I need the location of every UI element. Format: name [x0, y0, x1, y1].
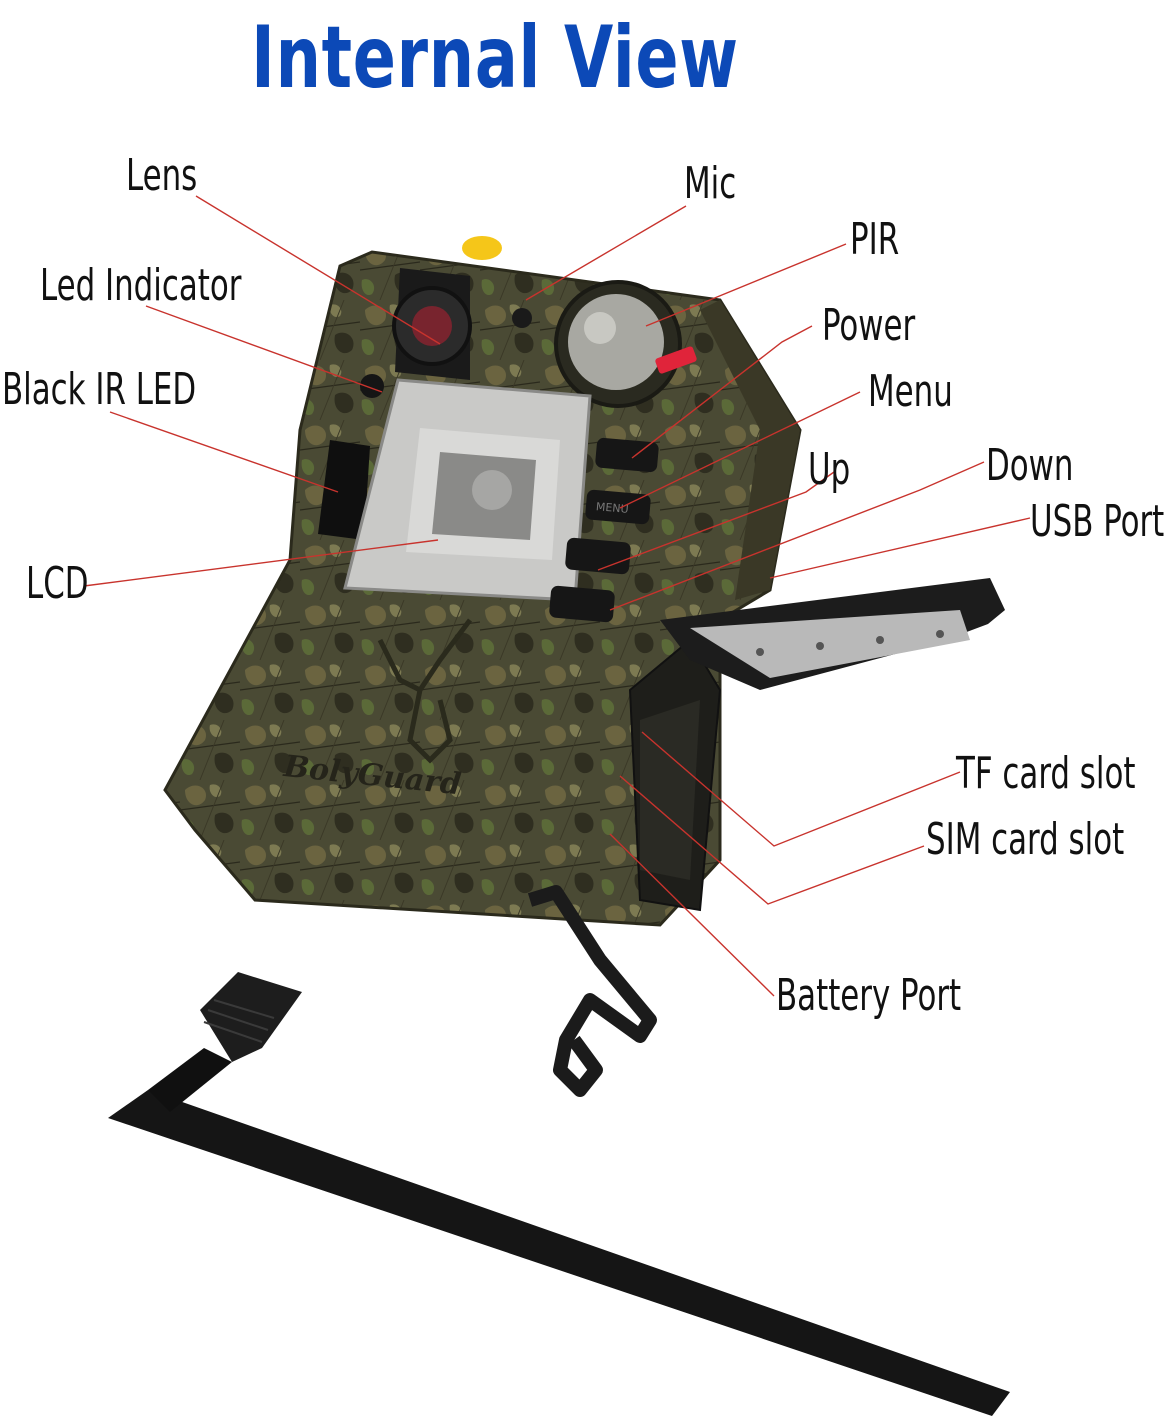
led-indicator-dot: [360, 374, 384, 398]
camera-body: MENU BolyGuard: [163, 236, 1005, 1097]
leader-line-mic: [525, 205, 687, 301]
lcd-screen: [343, 378, 592, 602]
leader-line-up: [597, 471, 835, 571]
label-menu: Menu: [868, 366, 953, 417]
leader-line-sim-card-slot: [619, 775, 925, 905]
leader-line-led-indicator: [145, 305, 383, 393]
page-title: Internal View: [251, 8, 739, 108]
leader-line-lens: [195, 195, 441, 345]
deer-logo: [377, 618, 472, 764]
leader-line-black-ir-led: [109, 411, 339, 493]
power-button[interactable]: [595, 437, 659, 473]
label-lcd: LCD: [26, 558, 89, 609]
label-pir: PIR: [850, 214, 900, 265]
leader-line-usb-port: [769, 517, 1031, 579]
label-battery-port: Battery Port: [776, 970, 962, 1021]
usb-door: [660, 578, 1005, 690]
black-ir-led-window: [318, 440, 370, 540]
label-down: Down: [986, 440, 1074, 491]
leader-line-power: [631, 325, 813, 459]
label-up: Up: [808, 444, 851, 495]
label-sim-card-slot: SIM card slot: [926, 814, 1125, 865]
pir-sensor: [554, 280, 697, 408]
label-power: Power: [822, 300, 916, 351]
leader-line-tf-card-slot: [641, 731, 961, 847]
down-button[interactable]: [549, 585, 616, 623]
menu-button-mark: MENU: [595, 500, 629, 516]
label-usb-port: USB Port: [1030, 496, 1165, 547]
leader-lines: [83, 195, 1031, 997]
leader-line-pir: [645, 243, 847, 327]
label-led-indicator: Led Indicator: [40, 260, 242, 311]
label-lens: Lens: [126, 150, 198, 201]
leader-line-menu: [619, 391, 861, 509]
mic-hole: [512, 308, 532, 328]
label-black-ir-led: Black IR LED: [2, 364, 197, 415]
menu-button[interactable]: [585, 489, 651, 525]
antenna: [108, 972, 1010, 1416]
top-knob: [462, 236, 502, 260]
up-button[interactable]: [565, 537, 632, 575]
leader-line-battery-port: [609, 833, 775, 997]
lens-window: [392, 268, 472, 380]
leader-line-lcd: [83, 539, 439, 587]
label-mic: Mic: [684, 158, 737, 209]
leader-line-down: [609, 461, 985, 611]
label-tf-card-slot: TF card slot: [956, 748, 1136, 799]
button-group: MENU: [549, 437, 659, 623]
